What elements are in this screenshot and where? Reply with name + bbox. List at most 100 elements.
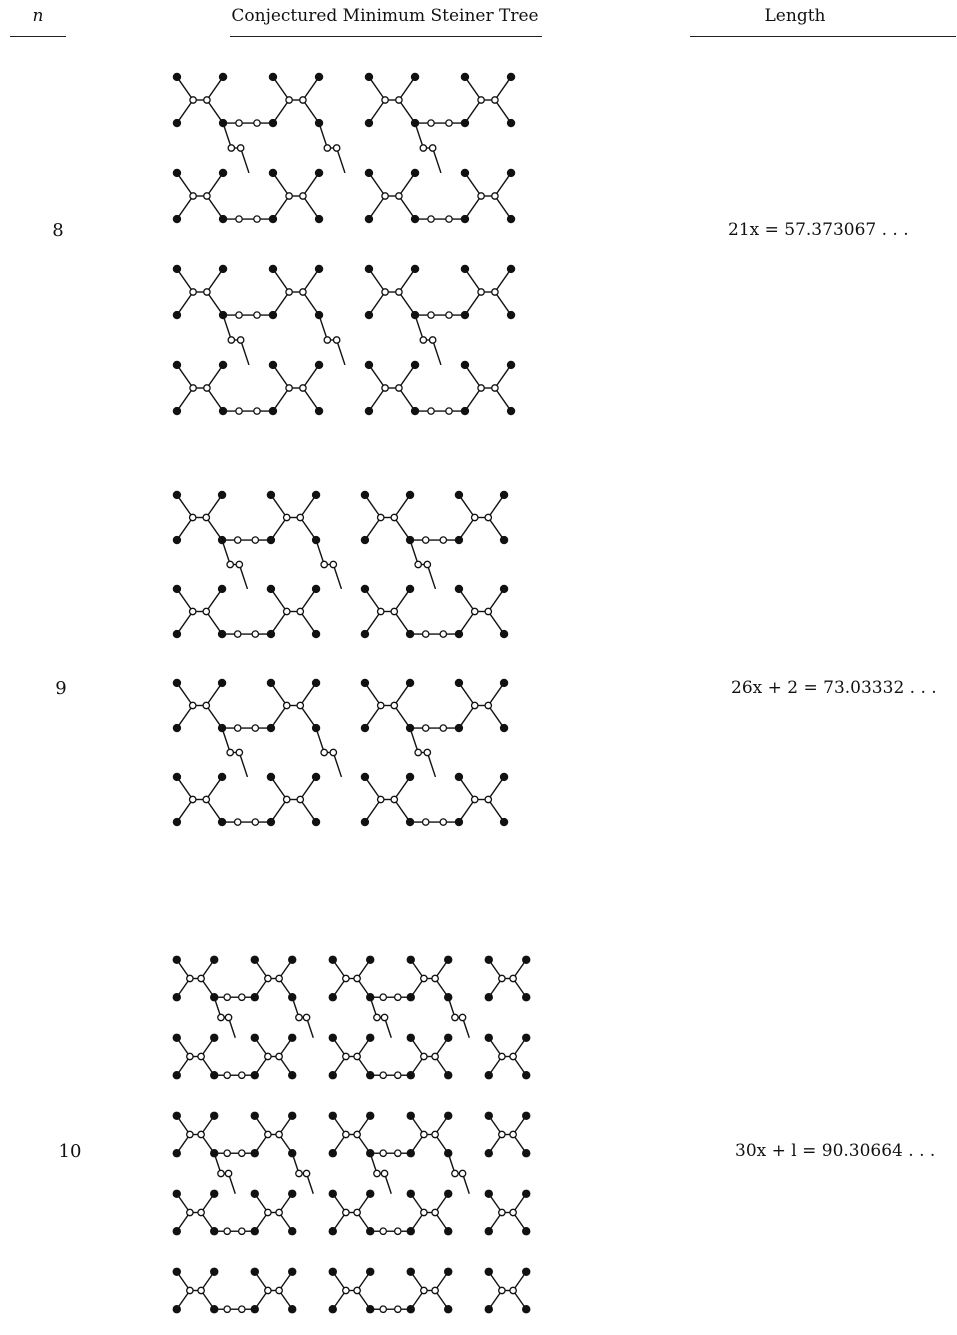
steiner-point xyxy=(381,288,389,296)
steiner-point xyxy=(282,701,291,710)
terminal-point xyxy=(410,406,420,416)
steiner-point xyxy=(431,1208,439,1217)
steiner-point xyxy=(498,1052,506,1061)
tree-edge xyxy=(221,539,231,565)
terminal-point xyxy=(484,1071,493,1080)
tree-edge xyxy=(393,776,411,800)
tree-edge xyxy=(272,76,290,101)
terminal-point xyxy=(444,1071,453,1080)
steiner-point xyxy=(379,1071,388,1080)
tree-edge xyxy=(409,539,419,565)
tree-edge xyxy=(364,799,382,823)
terminal-point xyxy=(328,1189,337,1198)
tree-edge xyxy=(206,268,224,293)
steiner-point xyxy=(423,560,432,569)
terminal-point xyxy=(444,1149,453,1158)
steiner-point xyxy=(264,1052,272,1061)
steiner-point xyxy=(381,96,389,104)
tree-edge xyxy=(487,776,505,800)
tree-edge xyxy=(206,99,224,124)
steiner-point xyxy=(188,607,197,616)
steiner-point xyxy=(379,1149,388,1158)
tree-edge xyxy=(176,588,194,612)
tree-edge xyxy=(464,99,482,124)
steiner-point xyxy=(233,818,242,826)
tree-edge xyxy=(414,122,424,149)
tree-edge xyxy=(205,799,223,823)
steiner-point xyxy=(420,1130,428,1139)
steiner-point xyxy=(197,974,205,983)
steiner-point xyxy=(393,1149,402,1158)
steiner-point xyxy=(353,1286,361,1295)
steiner-point xyxy=(295,1013,303,1022)
terminal-point xyxy=(405,772,415,782)
tree-edge xyxy=(398,76,416,101)
tree-edge xyxy=(318,122,328,149)
tree-edge xyxy=(487,611,505,635)
terminal-point xyxy=(268,264,278,274)
steiner-point xyxy=(282,513,291,522)
terminal-point xyxy=(506,360,516,370)
terminal-point xyxy=(210,1033,219,1042)
steiner-point xyxy=(235,215,243,223)
terminal-point xyxy=(288,993,297,1002)
terminal-point xyxy=(460,72,470,82)
steiner-point xyxy=(223,1305,232,1314)
terminal-point xyxy=(268,72,278,82)
steiner-point xyxy=(393,1305,402,1314)
tree-edge xyxy=(302,268,320,293)
steiner-point xyxy=(188,701,197,710)
steiner-point xyxy=(189,288,197,296)
terminal-point xyxy=(460,168,470,178)
steiner-point xyxy=(342,974,350,983)
terminal-point xyxy=(172,1189,181,1198)
steiner-point xyxy=(420,1286,428,1295)
tree-edge xyxy=(222,314,232,341)
tree-edge xyxy=(464,76,482,101)
tree-edge xyxy=(299,611,317,635)
steiner-point xyxy=(491,384,499,392)
tree-edge xyxy=(432,147,442,174)
tree-edge xyxy=(302,364,320,389)
steiner-point xyxy=(380,1013,389,1022)
tree-edge xyxy=(221,727,231,753)
tree-edge xyxy=(487,705,505,729)
terminal-point xyxy=(172,723,182,733)
tree-edge xyxy=(176,517,194,541)
terminal-point xyxy=(360,772,370,782)
terminal-point xyxy=(288,1267,297,1276)
tree-edge xyxy=(315,727,325,753)
steiner-point xyxy=(393,1227,402,1236)
tree-edge xyxy=(398,172,416,197)
steiner-tree-diagram xyxy=(172,490,509,827)
tree-edge xyxy=(494,99,512,124)
column-header-length: Length xyxy=(764,6,826,26)
tree-edge xyxy=(205,588,223,612)
tree-edge xyxy=(393,799,411,823)
steiner-point xyxy=(253,119,261,127)
terminal-point xyxy=(444,1111,453,1120)
terminal-point xyxy=(410,264,420,274)
steiner-point xyxy=(431,1130,439,1139)
steiner-point xyxy=(428,336,437,344)
steiner-point xyxy=(296,513,305,522)
tree-edge xyxy=(364,682,382,706)
tree-edge xyxy=(302,99,320,124)
steiner-point xyxy=(251,536,260,544)
terminal-point xyxy=(172,406,182,416)
tree-edge xyxy=(299,588,317,612)
terminal-point xyxy=(218,264,228,274)
terminal-point xyxy=(499,817,509,827)
tree-edge xyxy=(458,494,476,518)
terminal-point xyxy=(360,723,370,733)
steiner-point xyxy=(419,336,428,344)
steiner-point xyxy=(421,630,430,638)
terminal-point xyxy=(250,1111,259,1120)
steiner-point xyxy=(264,1286,272,1295)
terminal-point xyxy=(506,264,516,274)
steiner-point xyxy=(332,336,341,344)
terminal-point xyxy=(406,1189,415,1198)
steiner-point xyxy=(189,192,197,200)
tree-edge xyxy=(270,705,288,729)
terminal-point xyxy=(250,1305,259,1314)
